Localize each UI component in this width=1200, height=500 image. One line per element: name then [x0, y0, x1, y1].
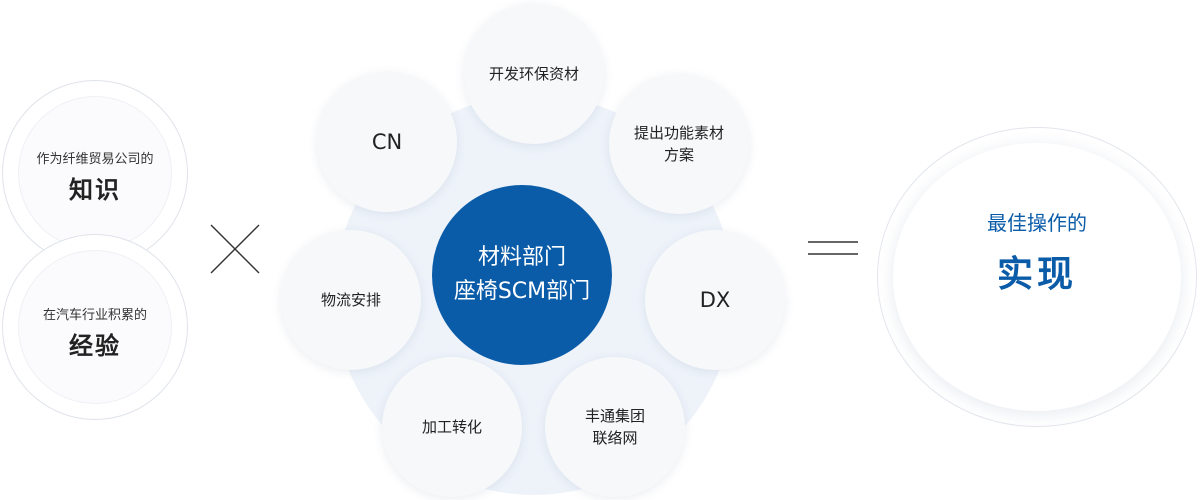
- satellite-network-line1: 丰通集团: [584, 407, 645, 425]
- knowledge-title: 知识: [69, 176, 121, 204]
- satellite-functional-materials: 提出功能素材 方案: [609, 74, 749, 214]
- equals-icon: [808, 241, 858, 255]
- satellite-dx: DX: [645, 230, 785, 370]
- satellite-processing-label: 加工转化: [421, 418, 482, 436]
- result-title: 实现: [996, 254, 1077, 295]
- satellite-dx-label: DX: [699, 288, 731, 312]
- experience-title: 经验: [69, 332, 121, 360]
- satellite-group-network: 丰通集团 联络网: [545, 357, 685, 497]
- hub-circle: 材料部门 座椅SCM部门: [432, 185, 612, 365]
- satellite-functional-line1: 提出功能素材: [633, 124, 724, 142]
- satellite-logistics: 物流安排: [281, 230, 421, 370]
- satellite-functional-materials-label: 提出功能素材 方案: [634, 122, 724, 166]
- satellite-processing: 加工转化: [382, 357, 522, 497]
- satellite-functional-line2: 方案: [663, 146, 694, 164]
- satellite-cn: CN: [317, 72, 457, 212]
- multiply-icon: [210, 224, 260, 274]
- result-caption: 最佳操作的: [987, 211, 1087, 235]
- satellite-eco-materials-label: 开发环保资材: [488, 65, 579, 83]
- hub-line1: 材料部门: [477, 245, 566, 270]
- satellite-cn-label: CN: [371, 130, 403, 154]
- experience-circle: 在汽车行业积累的 经验: [18, 250, 172, 404]
- satellite-group-network-label: 丰通集团 联络网: [585, 405, 645, 449]
- knowledge-caption: 作为纤维贸易公司的: [36, 152, 154, 167]
- experience-caption: 在汽车行业积累的: [42, 308, 147, 323]
- knowledge-circle: 作为纤维贸易公司的 知识: [18, 96, 172, 250]
- satellite-network-line2: 联络网: [592, 429, 638, 447]
- hub-line2: 座椅SCM部门: [453, 279, 591, 304]
- satellite-eco-materials: 开发环保资材: [464, 4, 604, 144]
- result-circle: 最佳操作的 实现: [893, 143, 1181, 411]
- satellite-logistics-label: 物流安排: [320, 291, 381, 309]
